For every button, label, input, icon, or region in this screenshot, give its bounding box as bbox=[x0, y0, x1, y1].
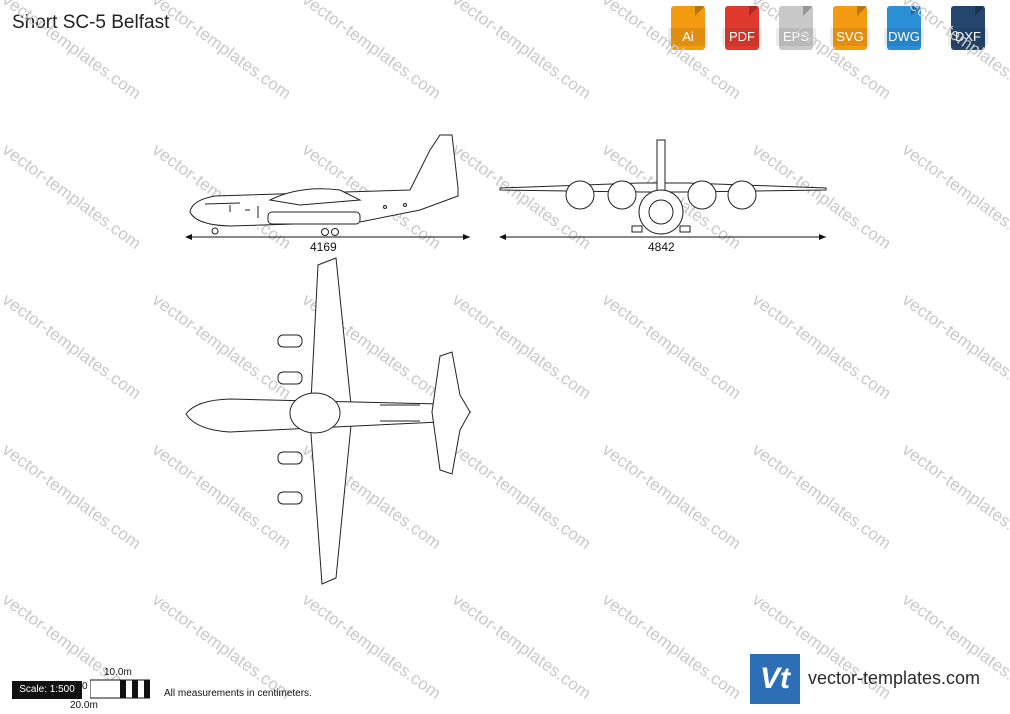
eps-file-icon[interactable]: EPS bbox=[776, 6, 816, 52]
brand-logo[interactable]: Vt bbox=[750, 654, 800, 704]
ai-file-icon[interactable]: Ai bbox=[668, 6, 708, 52]
scale-bar bbox=[90, 679, 150, 699]
measurement-note: All measurements in centimeters. bbox=[164, 688, 312, 699]
brand-site-link[interactable]: vector-templates.com bbox=[808, 668, 981, 688]
format-label: DWG bbox=[884, 28, 924, 46]
front-span-label: 4842 bbox=[648, 240, 675, 254]
page-title: Short SC-5 Belfast bbox=[12, 12, 170, 33]
dxf-file-icon[interactable]: DXF bbox=[948, 6, 988, 52]
scale-top-marker: 10.0m bbox=[104, 667, 132, 678]
front-view bbox=[499, 139, 827, 235]
scale-bottom-marker: 20.0m bbox=[70, 700, 98, 711]
side-length-label: 4169 bbox=[310, 240, 337, 254]
format-label: Ai bbox=[668, 28, 708, 46]
side-view bbox=[189, 134, 459, 236]
scale-zero: 0 bbox=[82, 681, 88, 692]
format-label: PDF bbox=[722, 28, 762, 46]
dwg-file-icon[interactable]: DWG bbox=[884, 6, 924, 52]
pdf-file-icon[interactable]: PDF bbox=[722, 6, 762, 52]
scale-label: Scale: 1:500 bbox=[12, 681, 82, 699]
format-label: EPS bbox=[776, 28, 816, 46]
svg-file-icon[interactable]: SVG bbox=[830, 6, 870, 52]
format-label: SVG bbox=[830, 28, 870, 46]
format-label: DXF bbox=[948, 28, 988, 46]
top-view bbox=[185, 257, 472, 585]
